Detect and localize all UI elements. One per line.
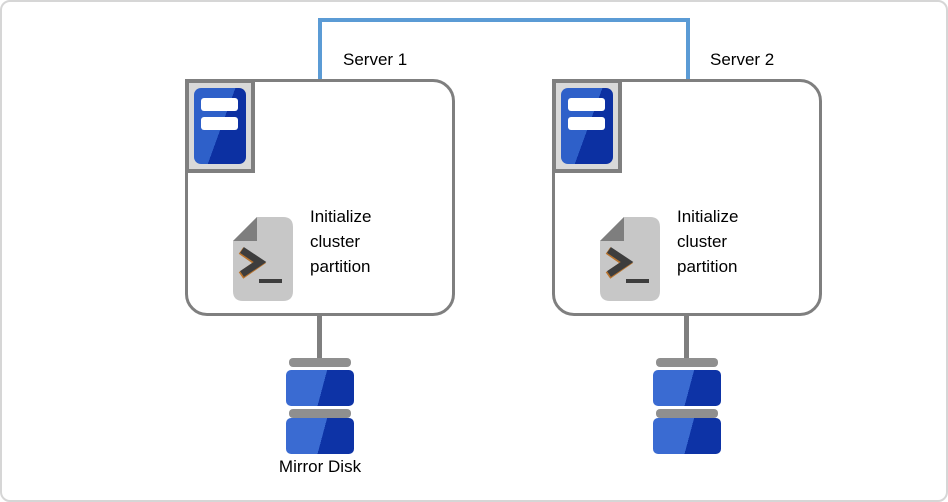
server-2-label: Server 2 — [710, 50, 775, 69]
heartbeat-link-line — [318, 18, 690, 82]
server-2-box: Initialize cluster partition — [552, 79, 822, 316]
server-2-group: Server 2 Initialize cluster partition — [552, 50, 822, 470]
server-tower-icon — [194, 88, 246, 164]
tower-slot-icon — [201, 117, 238, 130]
server-1-icon-frame — [185, 79, 255, 173]
action-label: Initialize cluster partition — [677, 207, 739, 276]
server-1-label: Server 1 — [343, 50, 408, 69]
disk-platter — [653, 370, 721, 406]
tower-slot-icon — [568, 117, 605, 130]
action-label: Initialize cluster partition — [310, 207, 372, 276]
terminal-script-icon — [232, 216, 294, 302]
disk-mid-bar — [656, 409, 718, 418]
disk-connector-line — [317, 314, 322, 360]
terminal-script-icon — [599, 216, 661, 302]
tower-slot-icon — [568, 98, 605, 111]
server-tower-icon — [561, 88, 613, 164]
disk-platter — [286, 418, 354, 454]
disk-platter — [286, 370, 354, 406]
server-1-group: Server 1 Initialize cluster partition — [185, 50, 455, 476]
disk-platter — [653, 418, 721, 454]
disk-cap-bar — [656, 358, 718, 367]
disk-mid-bar — [289, 409, 351, 418]
disk-connector-line — [684, 314, 689, 360]
tower-slot-icon — [201, 98, 238, 111]
mirror-disk-label: Mirror Disk — [278, 457, 362, 476]
server-1-box: Initialize cluster partition — [185, 79, 455, 316]
disk-cap-bar — [289, 358, 351, 367]
server-2-icon-frame — [552, 79, 622, 173]
